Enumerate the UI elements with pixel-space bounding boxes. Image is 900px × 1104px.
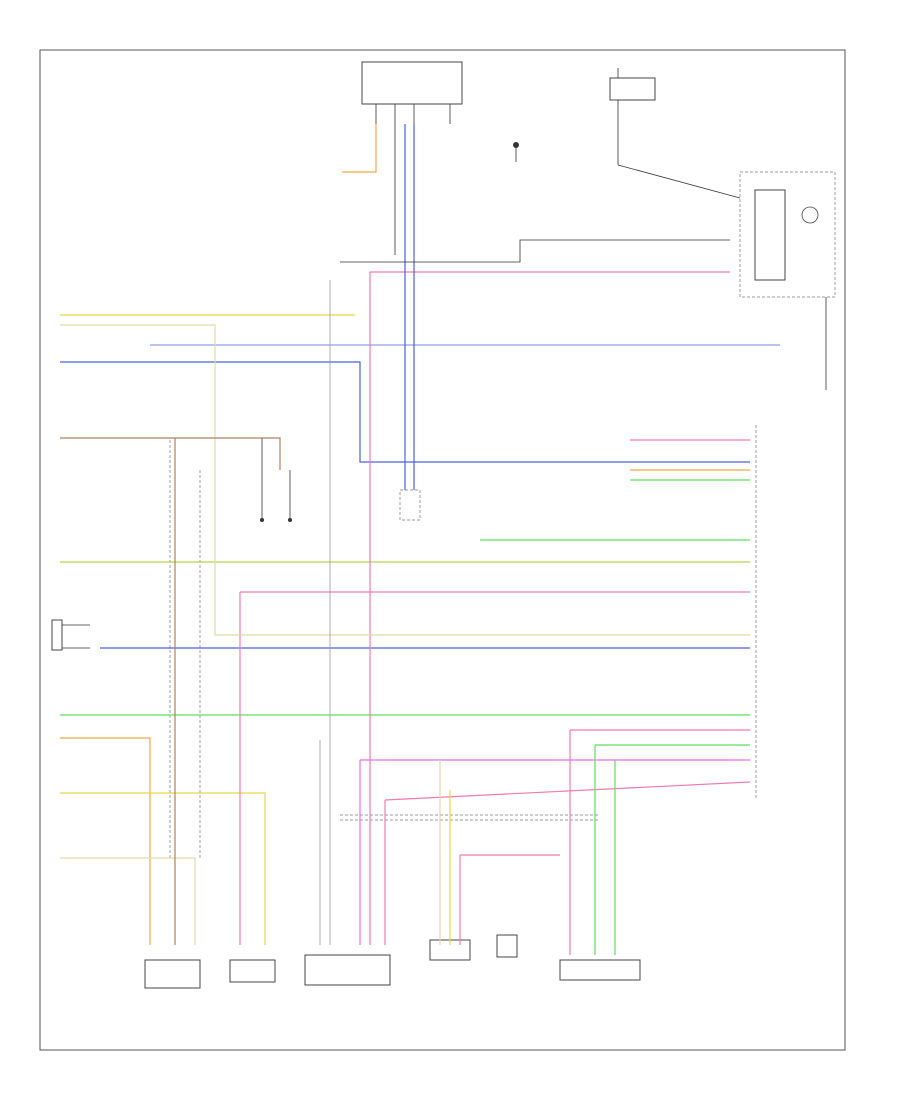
wire-blue-horizontal-1 (60, 361, 750, 463)
wire-black-2 (340, 239, 730, 263)
wire-tan-upper (60, 324, 750, 636)
top-module (361, 61, 463, 124)
wire-brown-left (60, 437, 281, 470)
middle-sensors (260, 438, 421, 522)
wire-pink-lower (384, 781, 751, 801)
top-right-relay (513, 68, 741, 199)
bottom-connectors (144, 814, 641, 989)
right-relay-box (739, 171, 836, 390)
left-components (51, 440, 201, 860)
wire-group (60, 124, 780, 955)
wire-yellow-left (60, 792, 266, 945)
wire-orange-left (60, 737, 151, 945)
wire-orange-top (342, 124, 377, 173)
wire-tan-left (60, 857, 196, 945)
diagram-frame (39, 49, 846, 1051)
